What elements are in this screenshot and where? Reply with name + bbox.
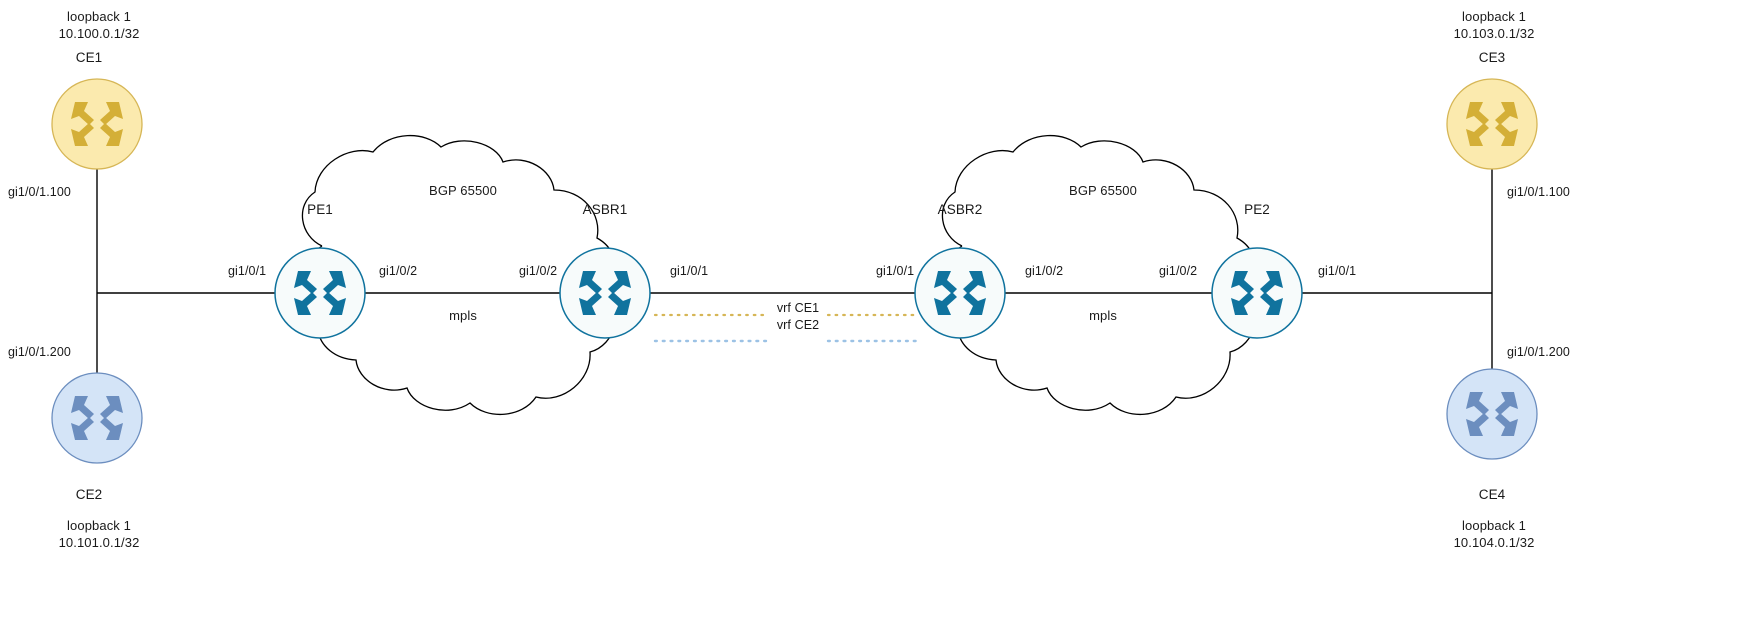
node-asbr1[interactable]	[559, 247, 651, 339]
loopback-label-ce4: loopback 1 10.104.0.1/32	[1453, 518, 1535, 550]
node-ce3[interactable]	[1446, 78, 1538, 170]
router-icon	[71, 102, 123, 146]
clouds-layer	[301, 134, 1265, 415]
node-asbr2[interactable]	[914, 247, 1006, 339]
interface-label-pe2-gi1-0-2: gi1/0/2	[1159, 264, 1198, 278]
router-icon	[579, 271, 631, 315]
interface-label-asbr2-gi1-0-1: gi1/0/1	[876, 264, 915, 278]
node-label-ce1: CE1	[75, 50, 103, 65]
node-ce1[interactable]	[51, 78, 143, 170]
interface-label-asbr1-gi1-0-1: gi1/0/1	[670, 264, 709, 278]
cloud-label-bgp-left: BGP 65500	[429, 183, 497, 198]
loopback-label-ce1: loopback 1 10.100.0.1/32	[58, 9, 140, 41]
router-icon	[1466, 102, 1518, 146]
interface-label-pe1-gi1-0-1: gi1/0/1	[228, 264, 267, 278]
router-icon	[71, 396, 123, 440]
cloud-left	[301, 134, 616, 415]
router-icon	[294, 271, 346, 315]
router-icon	[934, 271, 986, 315]
router-icon	[1231, 271, 1283, 315]
vrf-label-ce2: vrf CE2	[772, 317, 824, 333]
interface-label-ce1-gi1-0-1-100: gi1/0/1.100	[8, 185, 71, 199]
cloud-label-bgp-right: BGP 65500	[1069, 183, 1137, 198]
links-layer	[96, 169, 1493, 373]
node-ce4[interactable]	[1446, 368, 1538, 460]
interface-label-pe1-gi1-0-2: gi1/0/2	[379, 264, 418, 278]
node-label-ce4: CE4	[1478, 487, 1506, 502]
loopback-label-ce2: loopback 1 10.101.0.1/32	[58, 518, 140, 550]
interface-label-asbr1-gi1-0-2: gi1/0/2	[519, 264, 558, 278]
interface-label-pe2-gi1-0-1: gi1/0/1	[1318, 264, 1357, 278]
loopback-label-ce3: loopback 1 10.103.0.1/32	[1453, 9, 1535, 41]
interface-label-asbr2-gi1-0-2: gi1/0/2	[1025, 264, 1064, 278]
interface-label-ce3-gi1-0-1-100: gi1/0/1.100	[1507, 185, 1570, 199]
node-label-pe1: PE1	[307, 202, 333, 217]
node-label-asbr1: ASBR1	[582, 202, 628, 217]
node-pe2[interactable]	[1211, 247, 1303, 339]
node-pe1[interactable]	[274, 247, 366, 339]
node-ce2[interactable]	[51, 372, 143, 464]
nodes-layer	[51, 78, 1538, 464]
interface-label-ce2-gi1-0-1-200: gi1/0/1.200	[8, 345, 71, 359]
vrf-links-layer	[653, 313, 920, 343]
node-label-asbr2: ASBR2	[937, 202, 983, 217]
interface-label-ce4-gi1-0-1-200: gi1/0/1.200	[1507, 345, 1570, 359]
node-label-pe2: PE2	[1244, 202, 1270, 217]
node-label-ce3: CE3	[1478, 50, 1506, 65]
cloud-label-mpls-right: mpls	[1089, 308, 1117, 323]
router-icon	[1466, 392, 1518, 436]
node-label-ce2: CE2	[75, 487, 103, 502]
cloud-label-mpls-left: mpls	[449, 308, 477, 323]
cloud-right	[941, 134, 1256, 415]
vrf-label-ce1: vrf CE1	[772, 300, 824, 316]
